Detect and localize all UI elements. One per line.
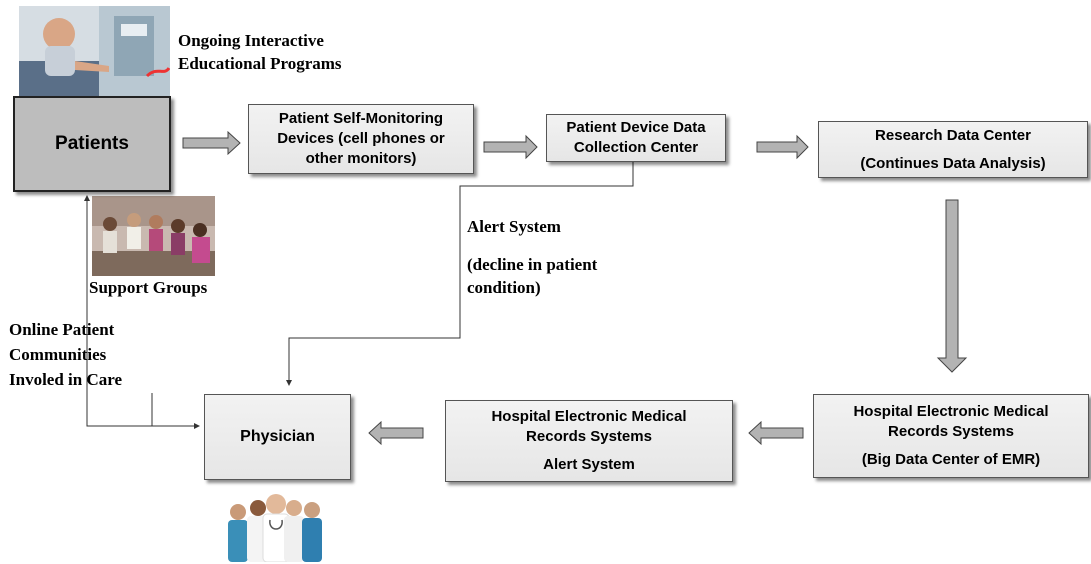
box-line: Hospital Electronic Medical <box>491 408 687 425</box>
arrow-devices-to-collection <box>483 134 538 160</box>
physician-box: Physician <box>204 394 351 480</box>
box-line: Patient Device Data <box>566 119 706 136</box>
arrow-research-to-emr <box>936 199 968 373</box>
label-line: (decline in patient <box>467 255 598 274</box>
label-line: Online Patient <box>9 320 115 339</box>
box-line: (Big Data Center of EMR) <box>861 451 1041 468</box>
self-monitoring-devices-box: Patient Self-Monitoring Devices (cell ph… <box>248 104 474 174</box>
arrow-emr-to-alert-emr <box>748 420 804 446</box>
hospital-emr-alert-box: Hospital Electronic Medical Records Syst… <box>445 400 733 482</box>
alert-connector-line <box>286 162 634 386</box>
physician-label: Physician <box>240 428 315 445</box>
online-communities-label: Online Patient Communities Involed in Ca… <box>9 317 122 392</box>
box-line: Patient Self-Monitoring <box>278 110 444 127</box>
label-line: Alert System <box>467 217 561 236</box>
box-line: Collection Center <box>573 139 699 156</box>
box-line: (Continues Data Analysis) <box>860 154 1046 172</box>
label-line: Educational Programs <box>178 54 342 73</box>
arrow-alert-emr-to-physician <box>368 420 424 446</box>
box-line: Records Systems <box>526 428 652 445</box>
alert-system-label: Alert System (decline in patient conditi… <box>467 215 597 299</box>
patients-label: Patients <box>55 133 129 154</box>
label-line: Ongoing Interactive <box>178 31 324 50</box>
label-line: Involed in Care <box>9 370 123 389</box>
research-data-center-box: Research Data Center (Continues Data Ana… <box>818 121 1088 178</box>
medical-team-photo <box>218 490 329 562</box>
educational-programs-label: Ongoing Interactive Educational Programs <box>178 29 342 75</box>
community-connector-line <box>84 195 200 429</box>
box-line: Alert System <box>543 456 635 473</box>
box-line: Research Data Center <box>875 126 1031 144</box>
box-line: Records Systems <box>888 423 1014 440</box>
label-line: condition) <box>467 278 541 297</box>
arrow-collection-to-research <box>756 134 809 160</box>
support-groups-label: Support Groups <box>89 276 207 299</box>
patients-box: Patients <box>13 96 171 192</box>
box-line: Devices (cell phones or <box>277 130 445 147</box>
box-line: other monitors) <box>305 150 417 167</box>
arrow-patients-to-devices <box>182 130 241 156</box>
patient-dialysis-photo <box>19 6 170 96</box>
label-line: Support Groups <box>89 278 208 297</box>
device-data-collection-box: Patient Device Data Collection Center <box>546 114 726 162</box>
box-line: Hospital Electronic Medical <box>853 403 1049 420</box>
label-line: Communities <box>9 345 107 364</box>
hospital-emr-big-data-box: Hospital Electronic Medical Records Syst… <box>813 394 1089 478</box>
support-group-photo <box>92 196 215 276</box>
